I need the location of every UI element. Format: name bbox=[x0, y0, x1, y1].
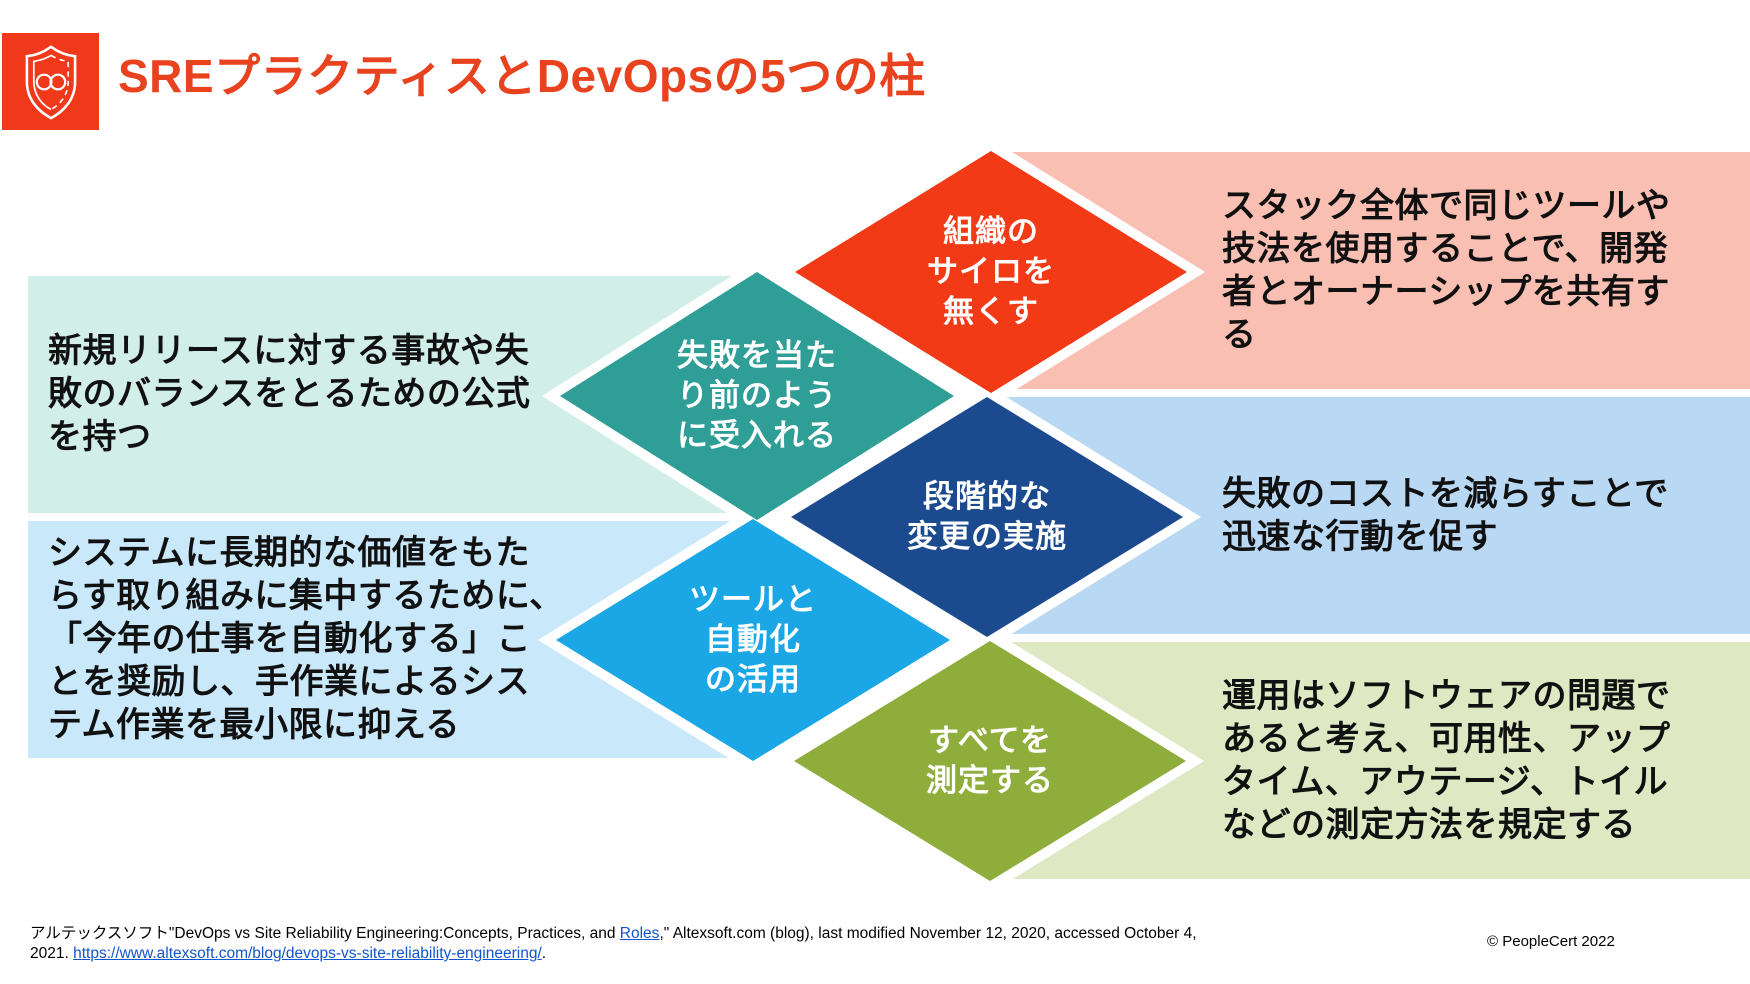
citation: アルテックスソフト"DevOps vs Site Reliability Eng… bbox=[30, 924, 1197, 964]
pillar-band-remove-silos: スタック全体で同じツールや 技法を使用することで、開発 者とオーナーシップを共有… bbox=[990, 152, 1750, 389]
citation-text: アルテックスソフト"DevOps vs Site Reliability Eng… bbox=[30, 925, 620, 942]
citation-line-2: 2021. https://www.altexsoft.com/blog/dev… bbox=[30, 944, 1197, 964]
band-description: 運用はソフトウェアの問題で あると考え、可用性、アップ タイム、アウテージ、トイ… bbox=[1222, 676, 1671, 844]
shield-infinity-icon bbox=[25, 44, 76, 120]
band-description: 新規リリースに対する事故や失 敗のバランスをとるための公式 を持つ bbox=[48, 332, 531, 456]
citation-text: ," Altexsoft.com (blog), last modified N… bbox=[659, 925, 1197, 942]
band-description: スタック全体で同じツールや 技法を使用することで、開発 者とオーナーシップを共有… bbox=[1222, 186, 1671, 354]
page-title: SREプラクティスとDevOpsの5つの柱 bbox=[118, 50, 926, 102]
citation-line-1: アルテックスソフト"DevOps vs Site Reliability Eng… bbox=[30, 924, 1197, 944]
diamond-label: ツールと 自動化 の活用 bbox=[689, 582, 817, 697]
diamond-label: 段階的な 変更の実施 bbox=[907, 479, 1067, 554]
pillar-band-tooling-automation: システムに長期的な価値をもた らす取り組みに集中するために、 「今年の仕事を自動… bbox=[28, 521, 756, 758]
diamond-label: 失敗を当た り前のよう に受入れる bbox=[677, 338, 837, 453]
copyright: © PeopleCert 2022 bbox=[1487, 933, 1615, 950]
citation-link-url[interactable]: https://www.altexsoft.com/blog/devops-vs… bbox=[73, 945, 542, 962]
diamond-label: 組織の サイロを 無くす bbox=[927, 214, 1055, 329]
citation-text: . bbox=[541, 945, 547, 962]
diamond-label: すべてを 測定する bbox=[926, 723, 1054, 798]
citation-text: 2021. bbox=[30, 945, 74, 962]
band-description: 失敗のコストを減らすことで 迅速な行動を促す bbox=[1222, 474, 1669, 556]
band-description: システムに長期的な価値をもた らす取り組みに集中するために、 「今年の仕事を自動… bbox=[48, 534, 564, 744]
citation-link-roles[interactable]: Roles bbox=[619, 925, 660, 942]
brand-logo bbox=[2, 33, 99, 130]
